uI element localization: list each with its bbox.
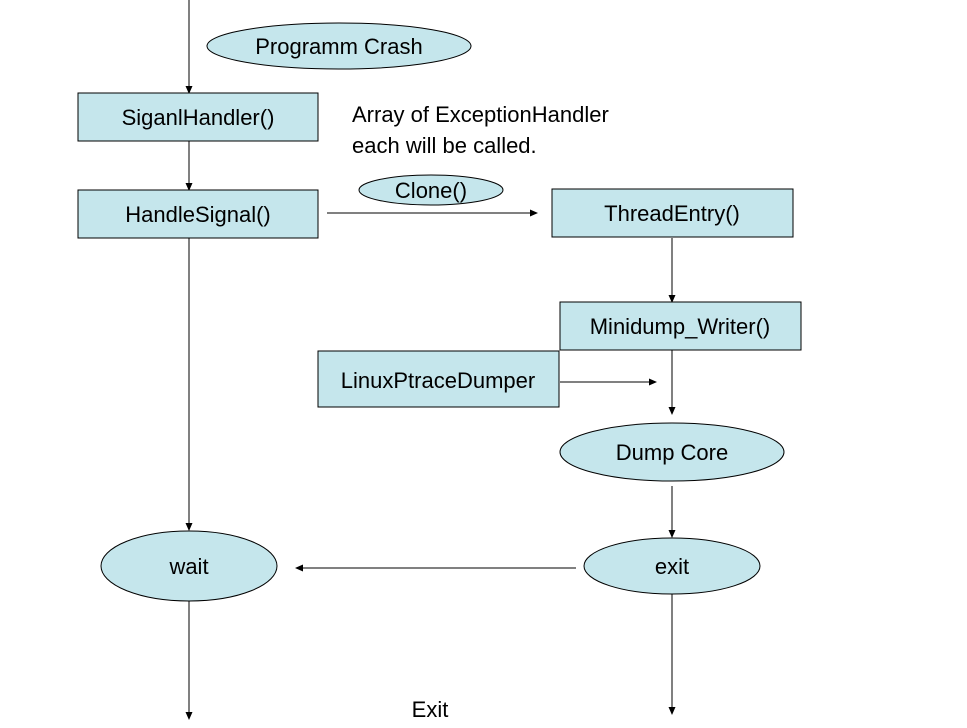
- exception-handler-note-line2: each will be called.: [352, 133, 537, 158]
- linux-ptrace-dumper-node: LinuxPtraceDumper: [317, 350, 560, 408]
- handle-signal-label: HandleSignal(): [125, 202, 271, 227]
- clone-node: Clone(): [358, 174, 504, 206]
- exit-node: exit: [583, 537, 761, 595]
- dump-core-label: Dump Core: [616, 440, 728, 465]
- programm-crash-node: Programm Crash: [206, 22, 472, 70]
- dump-core-node: Dump Core: [559, 422, 785, 482]
- thread-entry-label: ThreadEntry(): [604, 201, 740, 226]
- minidump-writer-node: Minidump_Writer(): [559, 301, 802, 351]
- signal-handler-node: SiganlHandler(): [77, 92, 319, 142]
- handle-signal-node: HandleSignal(): [77, 189, 319, 239]
- signal-handler-label: SiganlHandler(): [122, 105, 275, 130]
- clone-label: Clone(): [395, 178, 467, 203]
- exception-handler-note: Array of ExceptionHandler each will be c…: [352, 102, 609, 158]
- programm-crash-label: Programm Crash: [255, 34, 422, 59]
- exit-label: Exit: [412, 697, 449, 722]
- exit-node-label: exit: [655, 554, 689, 579]
- exception-handler-note-line1: Array of ExceptionHandler: [352, 102, 609, 127]
- linux-ptrace-dumper-label: LinuxPtraceDumper: [341, 368, 535, 393]
- thread-entry-node: ThreadEntry(): [551, 188, 794, 238]
- minidump-writer-label: Minidump_Writer(): [590, 314, 771, 339]
- wait-node-label: wait: [168, 554, 208, 579]
- wait-node: wait: [100, 530, 278, 602]
